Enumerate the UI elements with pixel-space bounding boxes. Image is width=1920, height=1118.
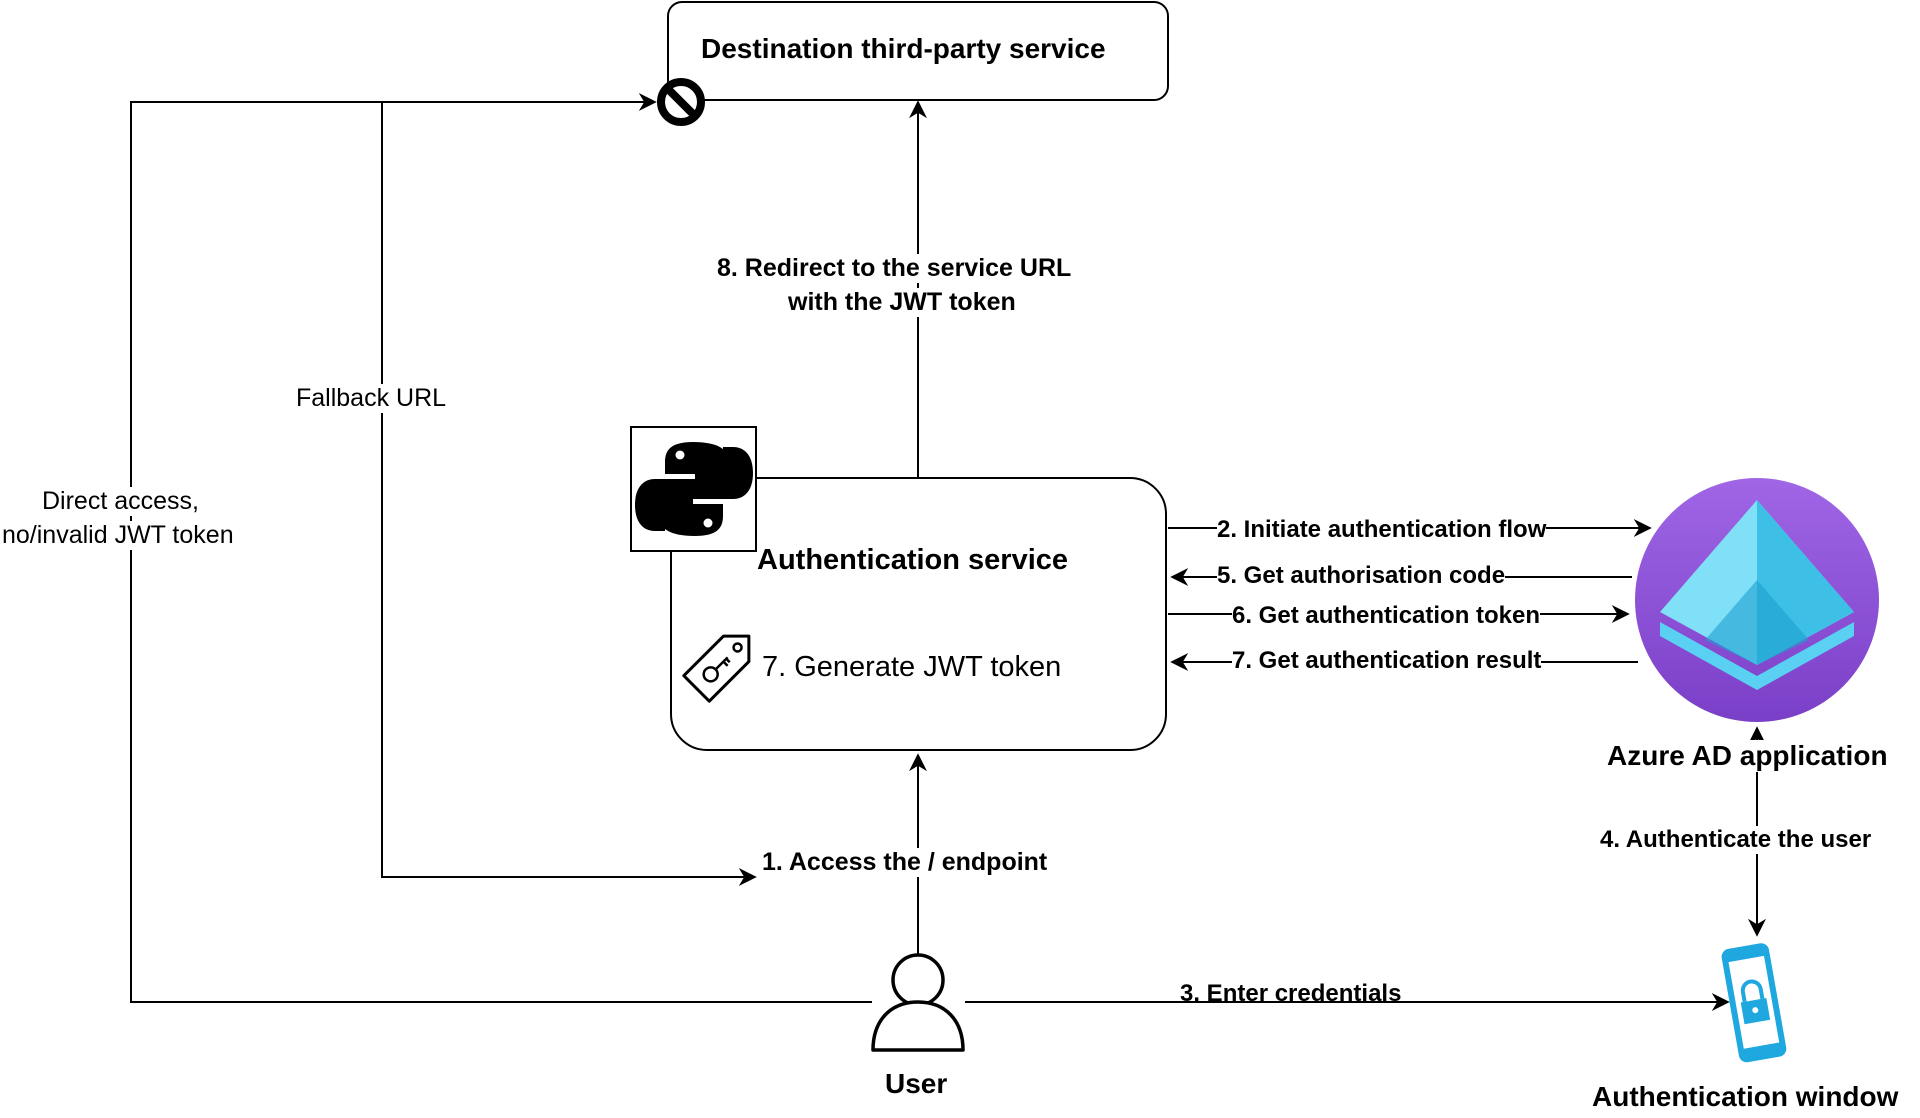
azure-ad-label: Azure AD application [1607, 740, 1888, 773]
step7-label: 7. Get authentication result [1232, 647, 1542, 675]
key-tag-icon [682, 634, 751, 703]
step4-label: 4. Authenticate the user [1600, 826, 1872, 854]
step8-label-line2: with the JWT token [788, 288, 1016, 317]
step3-label: 3. Enter credentials [1180, 980, 1402, 1007]
auth-service-label: Authentication service [757, 544, 1069, 576]
auth-window-label: Authentication window [1592, 1081, 1899, 1114]
direct-access-label-line1: Direct access, [42, 487, 199, 516]
no-entry-icon [657, 78, 705, 126]
step8-label-line1: 8. Redirect to the service URL [717, 254, 1072, 283]
step6-label: 6. Get authentication token [1232, 602, 1541, 630]
user-icon [871, 953, 965, 1052]
user-label: User [885, 1068, 948, 1101]
step1-label: 1. Access the / endpoint [762, 848, 1048, 877]
step2-label: 2. Initiate authentication flow [1217, 516, 1547, 544]
generate-jwt-label: 7. Generate JWT token [762, 651, 1062, 683]
azure-ad-icon [1635, 478, 1879, 722]
phone-lock-icon [1721, 943, 1787, 1063]
step5-label: 5. Get authorisation code [1217, 562, 1506, 590]
destination-box [667, 1, 1169, 101]
edge-fallback [381, 102, 757, 886]
edge-direct-access [130, 93, 872, 1003]
fallback-label: Fallback URL [296, 384, 447, 413]
python-logo-icon [630, 426, 757, 552]
destination-service-label: Destination third-party service [701, 33, 1106, 64]
direct-access-label-line2: no/invalid JWT token [2, 521, 234, 550]
